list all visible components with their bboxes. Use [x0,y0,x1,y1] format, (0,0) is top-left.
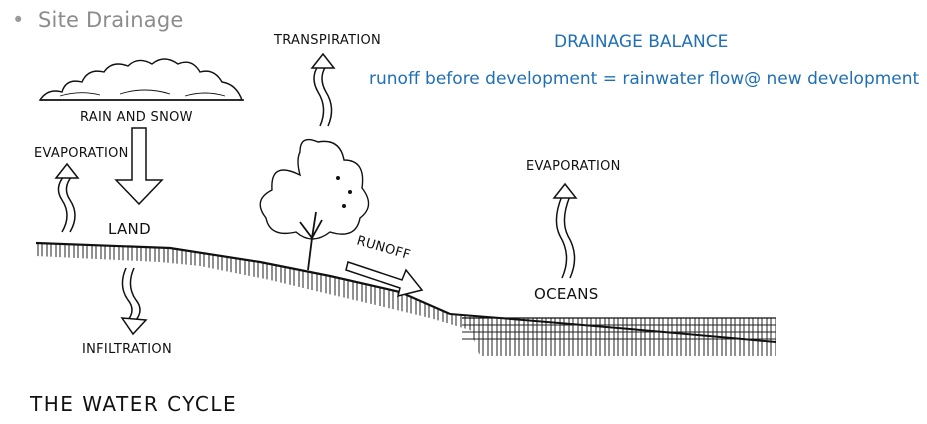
transpiration-arrow-icon [310,52,336,127]
runoff-arrow-icon [345,261,424,298]
cloud-icon [38,58,244,101]
drainage-balance-heading: DRAINAGE BALANCE [554,32,729,52]
label-rain-and-snow: RAIN AND SNOW [80,110,193,125]
label-oceans: OCEANS [534,285,599,303]
label-transpiration: TRANSPIRATION [273,33,381,48]
ocean-water [449,313,777,343]
label-infiltration: INFILTRATION [82,342,172,357]
tree-icon [259,138,370,271]
label-evaporation-right: EVAPORATION [526,159,621,174]
label-land: LAND [108,220,151,238]
evaporation-arrow-right-icon [552,182,578,279]
infiltration-arrow-icon [120,267,148,336]
evaporation-arrow-left-icon [54,162,80,233]
rain-arrow-icon [114,127,164,206]
diagram-title: THE WATER CYCLE [29,392,237,416]
label-runoff: RUNOFF [355,233,412,263]
drainage-balance-equation: runoff before development = rainwater fl… [369,69,920,89]
slide-title: • Site Drainage [12,8,184,32]
bullet-marker: • [12,8,25,32]
label-evaporation-left: EVAPORATION [34,146,129,161]
slide-title-text: Site Drainage [38,8,184,32]
